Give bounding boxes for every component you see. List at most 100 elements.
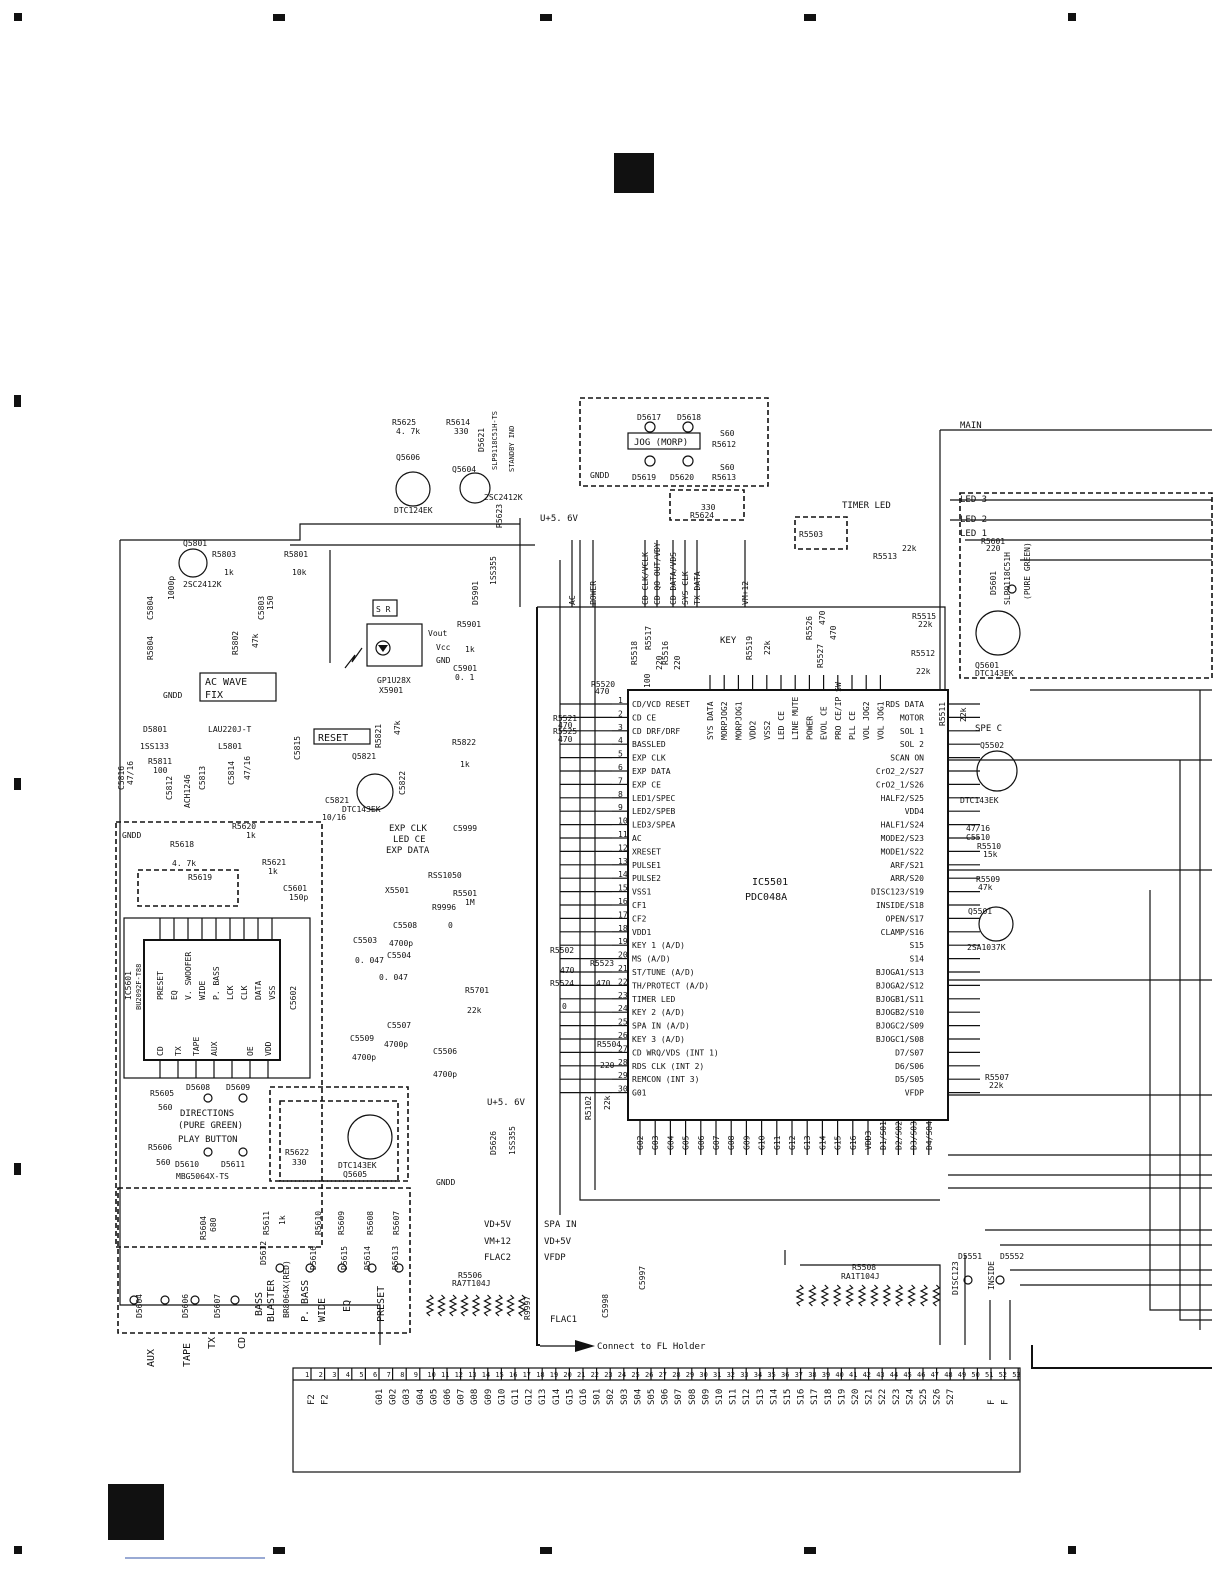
ic5501-right-pin-label: CrO2_2/S27 bbox=[876, 767, 924, 776]
svg-text:0: 0 bbox=[562, 1002, 567, 1011]
svg-text:VD+5V: VD+5V bbox=[484, 1220, 512, 1230]
svg-text:Q5601: Q5601 bbox=[975, 661, 999, 670]
main-wiring bbox=[119, 429, 1212, 1369]
svg-text:R5527: R5527 bbox=[816, 644, 825, 668]
ic5501-bottom-pin-label: G02 bbox=[636, 1135, 645, 1150]
svg-text:560: 560 bbox=[158, 1103, 173, 1112]
ic5501-top-pin-label: POWER bbox=[805, 716, 814, 740]
svg-text:R5516: R5516 bbox=[661, 641, 670, 665]
svg-text:C5813: C5813 bbox=[198, 766, 207, 790]
ic5501-top-signal: SYS CLK bbox=[681, 571, 690, 605]
fl-pin-number: 11 bbox=[441, 1371, 449, 1379]
fl-pin-label: S08 bbox=[688, 1389, 698, 1405]
svg-text:1000p: 1000p bbox=[167, 576, 176, 600]
ic5501-bottom-pin-label: G11 bbox=[773, 1135, 782, 1150]
ic5501-right-pin-label: OPEN/S17 bbox=[885, 914, 924, 923]
fl-pin-label: S13 bbox=[756, 1389, 766, 1405]
fl-pin-label: S01 bbox=[593, 1389, 603, 1405]
svg-text:C5506: C5506 bbox=[433, 1047, 457, 1056]
ic5501-bottom-pin-label: VDD3 bbox=[864, 1131, 873, 1150]
svg-text:R5622: R5622 bbox=[285, 1148, 309, 1157]
svg-text:150p: 150p bbox=[289, 893, 308, 902]
ic5501-right-pin-label: BJOGB2/S10 bbox=[876, 1008, 924, 1017]
svg-text:C5815: C5815 bbox=[293, 736, 302, 760]
fl-pin-label: S15 bbox=[783, 1389, 793, 1405]
svg-text:LED 3: LED 3 bbox=[960, 495, 987, 505]
svg-text:47k: 47k bbox=[393, 720, 402, 735]
svg-text:WIDE: WIDE bbox=[317, 1298, 328, 1322]
svg-text:D5619: D5619 bbox=[632, 473, 656, 482]
svg-text:DISC123: DISC123 bbox=[951, 1261, 960, 1295]
ic5501-right-pin-label: BJOGA1/S13 bbox=[876, 968, 924, 977]
ic5501-left-pin-label: RDS CLK (INT 2) bbox=[632, 1062, 704, 1071]
svg-text:D5901: D5901 bbox=[471, 581, 480, 605]
ic5501-pin-num: 21 bbox=[618, 964, 628, 973]
fl-pin-number: 50 bbox=[971, 1371, 979, 1379]
svg-text:0. 047: 0. 047 bbox=[379, 973, 408, 982]
ic5501-top-pin-label: LINE MUTE bbox=[791, 696, 800, 740]
ic5501-left-pin-label: LED3/SPEA bbox=[632, 821, 676, 830]
svg-text:D5614: D5614 bbox=[363, 1246, 372, 1270]
svg-text:R5621: R5621 bbox=[262, 858, 286, 867]
fl-pin-number: 35 bbox=[767, 1371, 775, 1379]
u5v-top-label: U+5. 6V bbox=[540, 514, 579, 524]
fl-pin-label: G01 bbox=[375, 1389, 385, 1405]
ic5501-bottom-pin-label: D4/S04 bbox=[925, 1121, 934, 1150]
svg-text:Vcc: Vcc bbox=[436, 643, 451, 652]
ic5601-top-pin: VSS bbox=[268, 985, 277, 1000]
sr-module bbox=[344, 599, 423, 669]
svg-text:R5604: R5604 bbox=[199, 1216, 208, 1240]
svg-text:S60: S60 bbox=[720, 463, 735, 472]
svg-text:220: 220 bbox=[655, 655, 664, 670]
svg-text:22k: 22k bbox=[902, 544, 917, 553]
svg-text:Q5605: Q5605 bbox=[343, 1170, 367, 1179]
ic5501-right-pin-label: VDD4 bbox=[905, 807, 924, 816]
svg-text:22k: 22k bbox=[763, 640, 772, 655]
ic5501-top-pin-label: SYS DATA bbox=[706, 701, 715, 740]
svg-text:R5519: R5519 bbox=[745, 636, 754, 660]
svg-text:R5802: R5802 bbox=[231, 631, 240, 655]
ic5501-right-pin-label: ARF/S21 bbox=[890, 861, 924, 870]
svg-text:R5619: R5619 bbox=[188, 873, 212, 882]
svg-text:R5901: R5901 bbox=[457, 620, 481, 629]
svg-text:470: 470 bbox=[558, 735, 573, 744]
fl-pin-number: 9 bbox=[414, 1371, 418, 1379]
fl-pin-label: S23 bbox=[892, 1389, 902, 1405]
ic5501-top-pin-label: VDD2 bbox=[749, 721, 758, 740]
fl-pin-label: S02 bbox=[606, 1389, 616, 1405]
svg-text:R5822: R5822 bbox=[452, 738, 476, 747]
ic5501-right-pin-label: CrO2_1/S26 bbox=[876, 780, 924, 789]
svg-text:D5551: D5551 bbox=[958, 1252, 982, 1261]
svg-text:R5624: R5624 bbox=[690, 511, 714, 520]
svg-text:2SC2412K: 2SC2412K bbox=[484, 493, 523, 502]
svg-text:0. 047: 0. 047 bbox=[355, 956, 384, 965]
ic5501-left-pin-label: XRESET bbox=[632, 847, 661, 856]
fl-pin-label: F bbox=[987, 1400, 997, 1405]
svg-text:R5524: R5524 bbox=[550, 979, 574, 988]
fl-pin-label: G16 bbox=[579, 1389, 589, 1405]
fl-pin-number: 19 bbox=[550, 1371, 558, 1379]
svg-text:Vout: Vout bbox=[428, 629, 447, 638]
ic5501-bottom-pin-label: G04 bbox=[666, 1135, 675, 1150]
svg-text:GP1U28X: GP1U28X bbox=[377, 676, 411, 685]
fl-pin-label: S03 bbox=[620, 1389, 630, 1405]
svg-text:R5609: R5609 bbox=[337, 1211, 346, 1235]
svg-text:D5607: D5607 bbox=[213, 1294, 222, 1318]
svg-text:10/16: 10/16 bbox=[322, 813, 346, 822]
ic5501-pin-num: 14 bbox=[618, 870, 628, 879]
fl-pin-label: S22 bbox=[878, 1389, 888, 1405]
svg-text:R5509: R5509 bbox=[976, 875, 1000, 884]
ic5501-right-pin-label: D7/S07 bbox=[895, 1048, 924, 1057]
svg-text:1k: 1k bbox=[460, 760, 470, 769]
fl-pin-number: 26 bbox=[645, 1371, 653, 1379]
fl-pin-label: S24 bbox=[905, 1389, 915, 1405]
u5v-mid-label: U+5. 6V bbox=[487, 1098, 526, 1108]
ic5501-right-pin-label: MOTOR bbox=[900, 713, 924, 722]
svg-text:22k: 22k bbox=[603, 1095, 612, 1110]
svg-text:D5616: D5616 bbox=[309, 1246, 318, 1270]
ic5501-pin-num: 17 bbox=[618, 910, 628, 919]
ic5501-right-pin-label: CLAMP/S16 bbox=[881, 928, 925, 937]
